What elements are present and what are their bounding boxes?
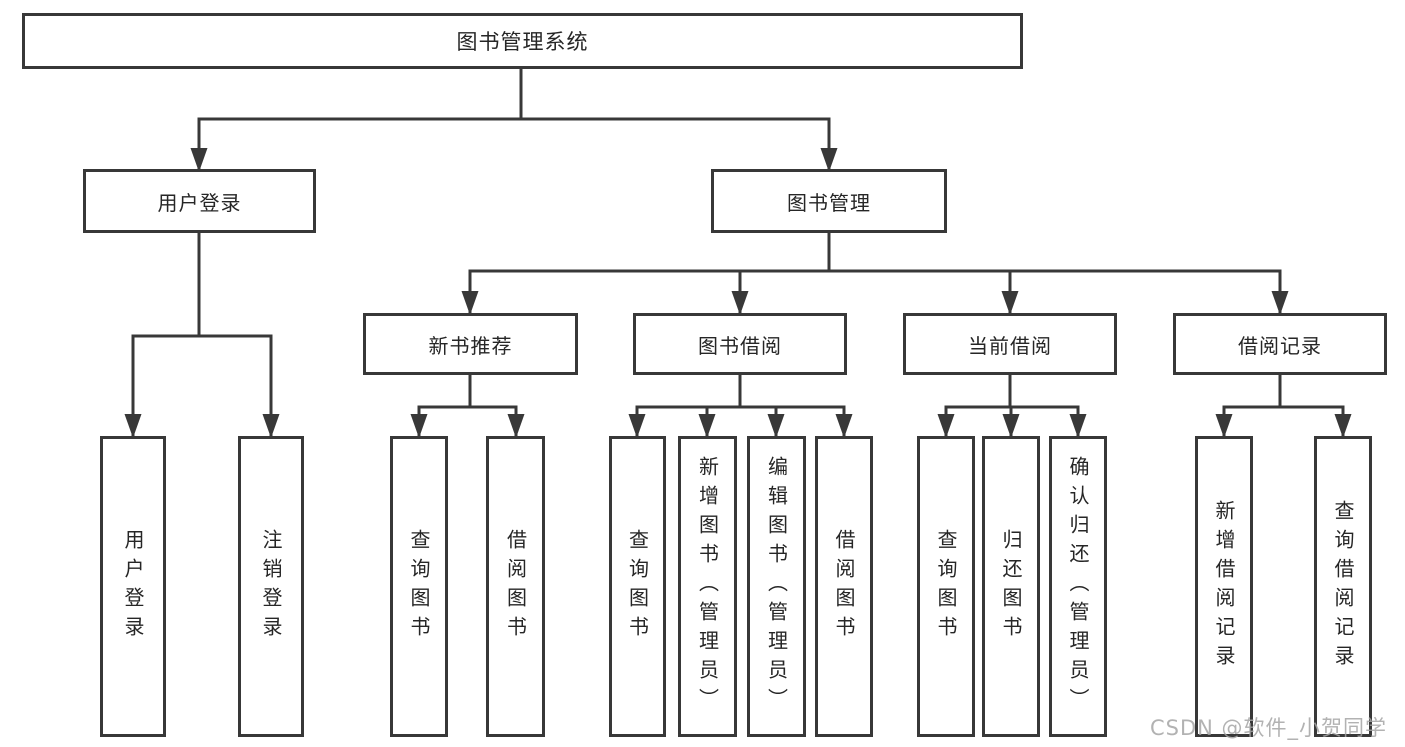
node-leaf-query-books-1: 查询图书 bbox=[390, 436, 448, 737]
node-leaf-query-books-3: 查询图书 bbox=[917, 436, 975, 737]
node-leaf-query-borrow-record: 查询借阅记录 bbox=[1314, 436, 1372, 737]
node-leaf-query-books-2: 查询图书 bbox=[609, 436, 666, 737]
node-book-borrow: 图书借阅 bbox=[633, 313, 847, 375]
node-leaf-borrow-books-2: 借阅图书 bbox=[815, 436, 873, 737]
node-current-borrow: 当前借阅 bbox=[903, 313, 1117, 375]
csdn-watermark: CSDN @软件_小贺同学 bbox=[1150, 716, 1388, 740]
node-leaf-return-books: 归还图书 bbox=[982, 436, 1040, 737]
node-system-root: 图书管理系统 bbox=[22, 13, 1023, 69]
node-leaf-user-login: 用户登录 bbox=[100, 436, 166, 737]
node-user-login: 用户登录 bbox=[83, 169, 316, 233]
node-leaf-edit-books-admin: 编辑图书（管理员） bbox=[747, 436, 806, 737]
node-leaf-logout: 注销登录 bbox=[238, 436, 304, 737]
node-leaf-confirm-return-admin: 确认归还（管理员） bbox=[1049, 436, 1107, 737]
node-book-management: 图书管理 bbox=[711, 169, 947, 233]
node-borrow-records: 借阅记录 bbox=[1173, 313, 1387, 375]
node-leaf-add-borrow-record: 新增借阅记录 bbox=[1195, 436, 1253, 737]
node-new-book-recommend: 新书推荐 bbox=[363, 313, 578, 375]
node-leaf-borrow-books-1: 借阅图书 bbox=[486, 436, 545, 737]
node-leaf-add-books-admin: 新增图书（管理员） bbox=[678, 436, 737, 737]
